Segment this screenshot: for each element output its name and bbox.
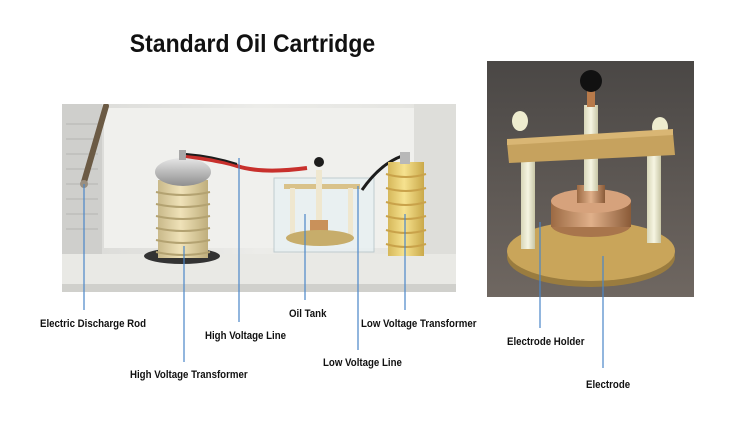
page-title: Standard Oil Cartridge xyxy=(129,30,376,58)
label-electrode: Electrode xyxy=(586,379,631,391)
label-electrode-holder: Electrode Holder xyxy=(507,336,585,348)
apparatus-photo xyxy=(62,104,456,292)
label-high-voltage-line: High Voltage Line xyxy=(205,330,287,342)
label-high-voltage-transformer: High Voltage Transformer xyxy=(130,369,248,381)
label-low-voltage-transformer: Low Voltage Transformer xyxy=(361,318,477,330)
electrode-photo xyxy=(487,61,694,297)
label-electric-discharge-rod: Electric Discharge Rod xyxy=(40,318,146,330)
label-oil-tank: Oil Tank xyxy=(289,308,327,320)
label-low-voltage-line: Low Voltage Line xyxy=(323,357,402,369)
